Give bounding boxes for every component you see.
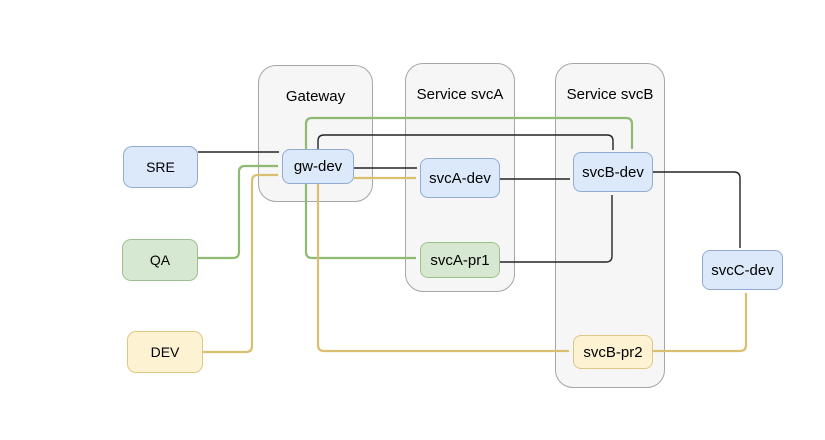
edge-gw-dev-to-svcb-pr2 bbox=[316, 184, 569, 353]
edge-gw-dev-to-svcb-dev-green bbox=[304, 116, 634, 149]
node-sre-label: SRE bbox=[146, 159, 175, 175]
node-svca-dev: svcA-dev bbox=[420, 158, 500, 198]
edge-gw-dev-to-svca-pr1 bbox=[304, 184, 416, 260]
container-service-svcb-label: Service svcB bbox=[566, 86, 654, 103]
node-svcc-dev-label: svcC-dev bbox=[711, 261, 774, 279]
node-dev-label: DEV bbox=[150, 344, 180, 360]
edge-svcb-dev-to-svcc-dev bbox=[653, 171, 741, 248]
edge-qa-to-gw-dev bbox=[198, 164, 278, 260]
edge-svca-pr1-to-svcb-dev bbox=[500, 195, 613, 263]
node-svcc-dev: svcC-dev bbox=[702, 250, 783, 290]
node-sre: SRE bbox=[123, 146, 198, 188]
container-service-svca-label: Service svcA bbox=[416, 86, 504, 103]
node-svca-pr1: svcA-pr1 bbox=[420, 242, 500, 278]
node-qa: QA bbox=[122, 239, 198, 281]
edge-svcb-pr2-to-svcc-dev bbox=[653, 293, 748, 353]
container-gateway-label: Gateway bbox=[285, 88, 346, 105]
node-dev: DEV bbox=[127, 331, 203, 373]
node-svca-pr1-label: svcA-pr1 bbox=[430, 251, 490, 269]
edge-gw-dev-to-svcb-dev-black bbox=[317, 134, 614, 150]
node-gw-dev-label: gw-dev bbox=[293, 158, 343, 175]
node-svcb-dev: svcB-dev bbox=[573, 152, 653, 192]
node-svcb-pr2-label: svcB-pr2 bbox=[583, 343, 643, 361]
node-svcb-pr2: svcB-pr2 bbox=[573, 335, 653, 369]
node-qa-label: QA bbox=[149, 252, 171, 268]
edge-dev-to-gw-dev bbox=[203, 173, 278, 354]
node-gw-dev: gw-dev bbox=[282, 149, 354, 184]
node-svcb-dev-label: svcB-dev bbox=[582, 163, 644, 181]
node-svca-dev-label: svcA-dev bbox=[429, 169, 491, 187]
